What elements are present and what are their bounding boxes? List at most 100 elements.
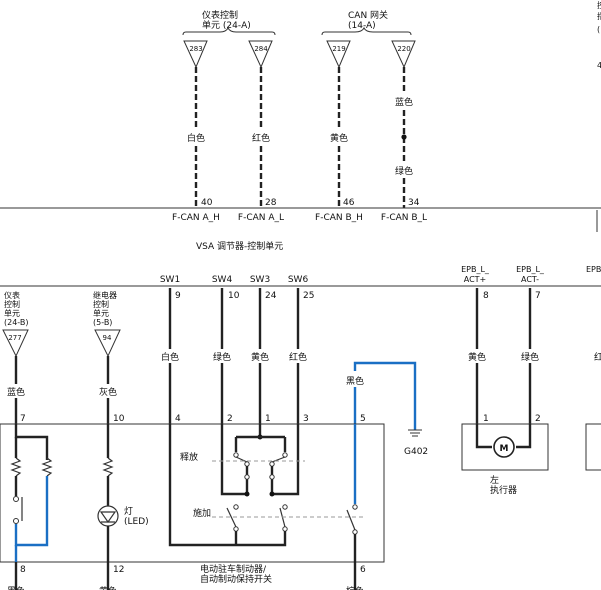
- terminal-number: 8: [20, 565, 26, 575]
- wire-color-label: 红色: [252, 132, 270, 144]
- svg-text:219: 219: [332, 45, 345, 53]
- connector-220: 220: [391, 40, 416, 69]
- signal-label: F-CAN B_L: [381, 213, 427, 223]
- parking-brake-switch: [168, 424, 365, 547]
- wire-color-label: 黄色: [251, 351, 269, 363]
- terminal-number: 24: [265, 291, 277, 301]
- actuator-wire-plus: [475, 424, 492, 449]
- wire-color-label: 红色: [289, 351, 307, 363]
- terminal-number: 10: [113, 414, 125, 424]
- led-lamp: [97, 424, 119, 562]
- wire-color-label: 黄色: [330, 132, 348, 144]
- signal-label: F-CAN B_H: [315, 213, 363, 223]
- actuator-box: [461, 423, 549, 471]
- lamp-label: 灯: [124, 506, 133, 517]
- gauge-unit-label-1: 仪表控制: [202, 9, 238, 21]
- apply-label: 施加: [193, 507, 211, 519]
- wire-color-label: 灰色: [99, 386, 117, 398]
- connector-283: 283: [183, 40, 208, 69]
- terminal-number: 10: [228, 291, 240, 301]
- svg-text:277: 277: [8, 334, 21, 342]
- left-relay-label: 控制: [93, 299, 109, 309]
- wire-black-ground: [353, 361, 417, 430]
- wire-color-label: 绿色: [395, 165, 413, 177]
- terminal-number: 8: [483, 291, 489, 301]
- wire-color-label: 蓝色: [7, 386, 25, 398]
- terminal-number: 5: [360, 414, 366, 424]
- terminal-number: 40: [201, 198, 213, 208]
- terminal-number: 12: [113, 565, 124, 575]
- terminal-number: 25: [303, 291, 314, 301]
- epb-label: ACT+: [464, 275, 487, 284]
- lamp-label: (LED): [124, 517, 149, 527]
- wire-color-label: 黄色: [99, 585, 117, 590]
- motor-icon: [493, 436, 515, 458]
- signal-label: F-CAN A_H: [172, 213, 220, 223]
- wire-color-label: 红: [594, 351, 601, 363]
- sw-label: SW4: [212, 275, 233, 285]
- edge-text: 4: [597, 61, 601, 70]
- connector-284: 284: [248, 40, 273, 69]
- left-gauge-label: 仪表: [4, 290, 20, 300]
- ground-symbol: [408, 429, 422, 437]
- sw-label: SW6: [288, 275, 309, 285]
- edge-text: 指: [597, 11, 601, 21]
- terminal-number: 9: [175, 291, 181, 301]
- wire-color-label: 绿色: [521, 351, 539, 363]
- wire-color-label: 白色: [161, 351, 179, 363]
- wire-color-label: 黑色: [7, 585, 25, 590]
- switch-panel-title: 电动驻车制动器/: [200, 563, 267, 575]
- can-gateway-label-2: (14-A): [348, 21, 376, 31]
- svg-text:94: 94: [103, 334, 112, 342]
- terminal-number: 28: [265, 198, 277, 208]
- edge-text: (: [597, 25, 600, 34]
- right-actuator-box: [585, 423, 601, 471]
- terminal-number: 7: [535, 291, 541, 301]
- indicator-switch-left: [10, 424, 53, 562]
- left-relay-label: 继电器: [93, 290, 117, 300]
- terminal-number: 2: [535, 414, 541, 424]
- wire-color-label: 绿色: [213, 351, 231, 363]
- gauge-unit-label-2: 单元 (24-A): [202, 19, 251, 31]
- epb-label: EPB_L_: [516, 265, 545, 274]
- switch-panel-box: [0, 423, 385, 563]
- epb-label: EPB_L_: [461, 265, 490, 274]
- left-gauge-label: (24-B): [4, 318, 29, 327]
- wire-color-label: 黄色: [468, 351, 486, 363]
- terminal-number: 4: [175, 414, 181, 424]
- epb-label: ACT-: [521, 275, 539, 284]
- terminal-number: 6: [360, 565, 366, 575]
- connector-219: 219: [326, 40, 351, 69]
- can-gateway-bracket: [321, 26, 412, 36]
- signal-label: F-CAN A_L: [238, 213, 284, 223]
- gauge-unit-bracket: [182, 26, 276, 36]
- terminal-number: 7: [20, 414, 26, 424]
- sw-label: SW3: [250, 275, 270, 285]
- terminal-number: 1: [483, 414, 489, 424]
- terminal-number: 34: [408, 198, 420, 208]
- terminal-number: 46: [343, 198, 355, 208]
- wire-color-label: 白色: [187, 132, 205, 144]
- edge-text: 控: [597, 0, 601, 10]
- actuator-label: 左: [490, 474, 499, 486]
- left-relay-label: (5-B): [93, 318, 112, 327]
- sw-label: SW1: [160, 275, 180, 285]
- left-gauge-label: 单元: [4, 308, 20, 318]
- actuator-label: 执行器: [490, 484, 517, 496]
- actuator-wire-minus: [516, 424, 532, 449]
- release-label: 释放: [180, 451, 198, 463]
- left-relay-label: 单元: [93, 308, 109, 318]
- can-gateway-label-1: CAN 网关: [348, 9, 388, 21]
- hold-switch: [346, 424, 358, 562]
- wire-color-label: 蓝色: [395, 96, 413, 108]
- connector-94: 94: [94, 329, 121, 358]
- svg-text:284: 284: [254, 45, 268, 53]
- connector-277: 277: [2, 329, 29, 358]
- ground-label: G402: [404, 447, 428, 457]
- left-gauge-label: 控制: [4, 299, 20, 309]
- terminal-number: 3: [303, 414, 309, 424]
- vsa-unit-label: VSA 调节器-控制单元: [196, 240, 283, 252]
- terminal-number: 2: [227, 414, 233, 424]
- epb-label: EPB: [586, 265, 601, 274]
